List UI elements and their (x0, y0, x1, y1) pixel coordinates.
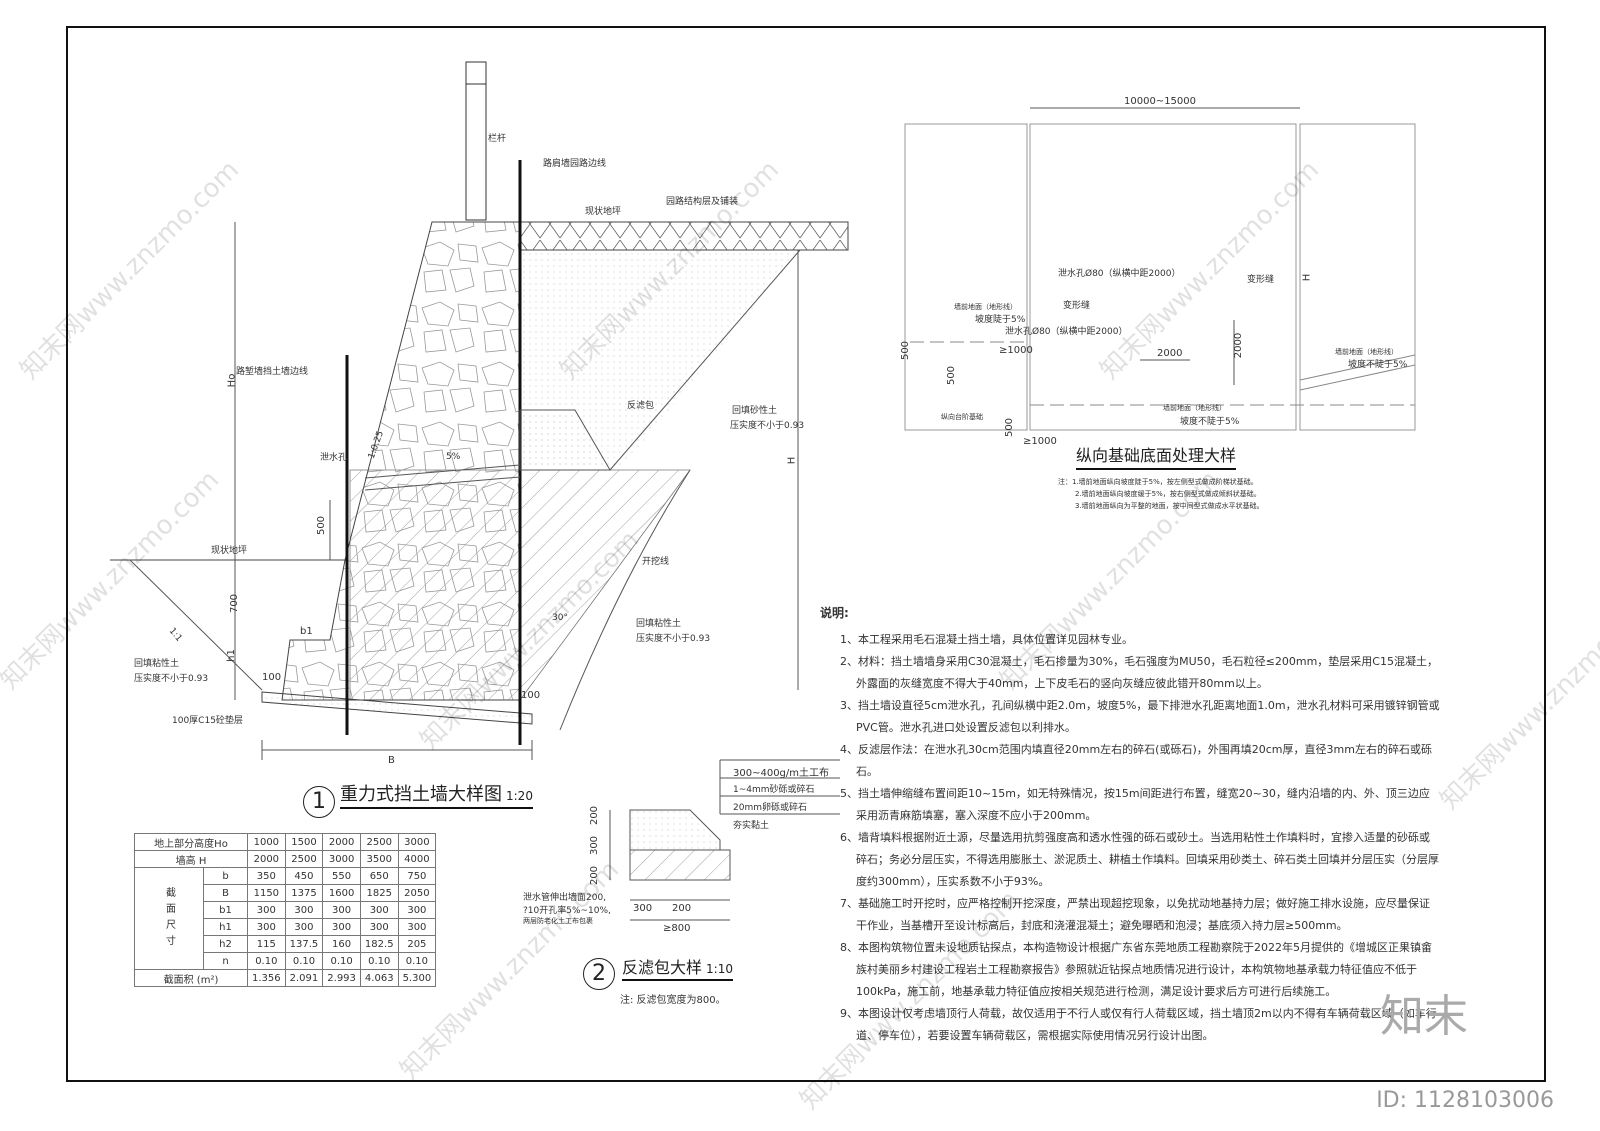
dim-h: H (786, 456, 798, 465)
layer-geotextile: 300~400g/m土工布 (733, 768, 830, 779)
ground-left-label: 墙前地面（地形线） (954, 303, 1017, 311)
backfill-sand-label: 回填砂性土 (732, 406, 778, 416)
backfill-clay-right-compaction: 压实度不小于0.93 (636, 634, 711, 644)
note-item: 9、本图设计仅考虑墙顶行人荷载，故仅适用于不行人或仅有行人荷载区域，挡土墙顶2m… (840, 1007, 1437, 1042)
dim-500-c: 500 (1004, 417, 1016, 438)
image-id: ID: 1128103006 (1376, 1088, 1554, 1113)
section-dimension-table: 地上部分高度Ho 1000 1500 2000 2500 3000 墙高 H 2… (134, 833, 437, 987)
note-item: 8、本图构筑物位置未设地质钻探点，本构造物设计根据广东省东莞地质工程勘察院于20… (840, 941, 1432, 998)
note-item: 2、材料：挡土墙墙身采用C30混凝土，毛石掺量为30%，毛石强度为MU50，毛石… (840, 655, 1438, 690)
table-row: 截面积 (m²) 1.356 2.091 2.993 4.063 5.300 (134, 969, 437, 987)
drawing1-number: 1 (303, 786, 335, 818)
notes-heading: 说明: (820, 606, 849, 620)
table-row: n 0.10 0.10 0.10 0.10 0.10 (135, 952, 437, 970)
cushion-label: 100厚C15砼垫层 (172, 716, 243, 726)
dim-filter-total: ≥800 (663, 923, 691, 934)
pipe-note-2: ?10开孔率5%~10%, (523, 906, 611, 916)
drawing-frame (66, 26, 1546, 1082)
ground-right-slope: 坡度不陡于5% (1348, 360, 1408, 370)
drain-hole-label: 泄水孔 (320, 453, 348, 463)
road-edge-line-label: 路肩墙园路边线 (543, 159, 607, 169)
step-foundation-label: 纵向台阶基础 (941, 413, 983, 421)
dim-500: 500 (316, 515, 328, 536)
existing-ground-left-label: 现状地坪 (211, 546, 248, 556)
joint-label-1: 变形缝 (1063, 301, 1091, 311)
ground-mid-label: 墙前地面（地形线） (1163, 404, 1226, 412)
dim-span: 10000~15000 (1124, 96, 1197, 107)
drawing1-title: 重力式挡土墙大样图 1:20 (340, 780, 533, 809)
angle-label: 30° (552, 613, 568, 623)
embankment-line-label: 路堑墙挡土墙边线 (236, 367, 309, 377)
dim-h1: h1 (225, 649, 237, 662)
backfill-clay-left-label: 回填粘性土 (134, 659, 180, 669)
drawing2-number: 2 (583, 958, 615, 990)
backfill-sand-compaction: 压实度不小于0.93 (730, 421, 805, 431)
dim-filter-300-h: 300 (633, 903, 653, 914)
excavation-line-label: 开挖线 (642, 557, 670, 567)
joint-label-2: 变形缝 (1247, 275, 1275, 285)
general-notes: 说明: 1、本工程采用毛石混凝土挡土墙，具体位置详见园林专业。 2、材料：挡土墙… (820, 604, 1440, 1047)
dim-ho: Ho (226, 373, 238, 388)
note-item: 5、挡土墙伸缩缝布置间距10~15m，如无特殊情况，按15m间距进行布置，缝宽2… (840, 787, 1430, 822)
dim-500-b: 500 (946, 365, 958, 386)
drawing1-title-text: 重力式挡土墙大样图 (340, 784, 502, 805)
note-item: 4、反滤层作法：在泄水孔30cm范围内填直径20mm左右的碎石(或砾石)，外围再… (840, 743, 1432, 778)
drawing1-scale: 1:20 (506, 789, 533, 803)
drawing2-note: 注: 反滤包宽度为800。 (620, 995, 726, 1006)
filter-pack-label: 反滤包 (627, 401, 655, 411)
drawing3-title: 纵向基础底面处理大样 (1076, 442, 1237, 470)
ground-mid-slope: 坡度不陡于5% (1180, 417, 1240, 427)
pipe-note-3: 两层防老化土工布包裹 (523, 917, 593, 925)
ground-right-label: 墙前地面（地形线） (1335, 348, 1398, 356)
dim-b1: b1 (300, 626, 313, 637)
note-item: 3、挡土墙设直径5cm泄水孔，孔间纵横中距2.0m，坡度5%，最下排泄水孔距离地… (840, 699, 1440, 734)
drawing3-notes: 注：1.墙前地面纵向坡度陡于5%，按左侧型式做成阶梯状基础。 2.墙前地面纵向坡… (1058, 478, 1264, 510)
railing-label: 栏杆 (488, 134, 507, 144)
dim-500-a: 500 (900, 340, 912, 361)
existing-ground-label: 现状地坪 (585, 207, 622, 217)
note-item: 6、墙背填料根据附近土源，尽量选用抗剪强度高和透水性强的砾石或砂土。当选用粘性土… (840, 831, 1439, 888)
drain-hole-label-2: 泄水孔Ø80（纵横中距2000） (1005, 327, 1128, 337)
drawing2-title-text: 反滤包大样 (622, 958, 703, 977)
table-row: b1 300 300 300 300 300 (135, 901, 437, 919)
dim-b: B (388, 755, 395, 766)
backfill-clay-right-label: 回填粘性土 (636, 619, 682, 629)
pavement-structure-label: 园路结构层及铺装 (666, 197, 739, 207)
drawing2-scale: 1:10 (706, 962, 733, 976)
drain-slope-label: 5% (446, 452, 461, 462)
backfill-clay-left-compaction: 压实度不小于0.93 (134, 674, 209, 684)
layer-gravel-20: 20mm卵砾或碎石 (733, 803, 807, 813)
dim-700: 700 (229, 593, 241, 614)
dim-h-long: H (1301, 273, 1313, 282)
drain-hole-label-1: 泄水孔Ø80（纵横中距2000） (1058, 269, 1181, 279)
note-item: 7、基础施工时开挖时，应严格控制开挖深度，严禁出现超挖现象，以免扰动地基持力层；… (840, 897, 1430, 932)
layer-gravel-1-4: 1~4mm砂砾或碎石 (733, 785, 815, 795)
dim-filter-200-top: 200 (589, 805, 601, 826)
layer-clay: 夯实黏土 (733, 821, 770, 831)
dim-2000-h: 2000 (1157, 348, 1183, 359)
brand-logo: 知末 (1380, 991, 1468, 1042)
dim-ge1000-b: ≥1000 (1023, 436, 1057, 447)
table-row: 截面尺寸 b 350 450 550 650 750 (134, 867, 437, 970)
ground-left-slope: 坡度陡于5% (975, 315, 1026, 325)
note-item: 1、本工程采用毛石混凝土挡土墙，具体位置详见园林专业。 (840, 633, 1133, 646)
table-row: B 1150 1375 1600 1825 2050 (135, 884, 437, 902)
dim-100-left: 100 (262, 672, 282, 683)
table-row: 墙高 H 2000 2500 3000 3500 4000 (134, 850, 437, 868)
table-row: 地上部分高度Ho 1000 1500 2000 2500 3000 (134, 833, 437, 851)
dim-2000-v: 2000 (1233, 332, 1245, 359)
dim-filter-200-h: 200 (672, 903, 692, 914)
dim-ge1000-a: ≥1000 (999, 345, 1033, 356)
dim-100-right: 100 (521, 690, 541, 701)
pipe-note-1: 泄水管伸出墙面200, (523, 893, 607, 903)
